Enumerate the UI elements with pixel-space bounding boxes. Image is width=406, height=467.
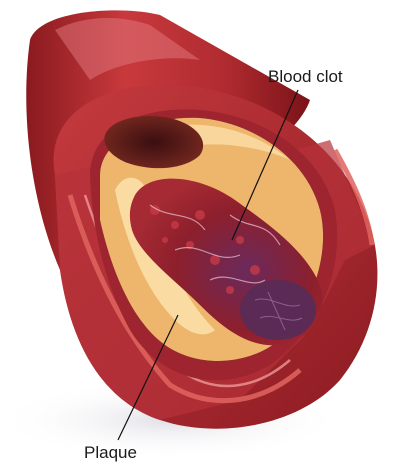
clot-core bbox=[240, 280, 316, 340]
plaque-label: Plaque bbox=[84, 444, 137, 462]
blood-clot-label: Blood clot bbox=[268, 68, 343, 86]
